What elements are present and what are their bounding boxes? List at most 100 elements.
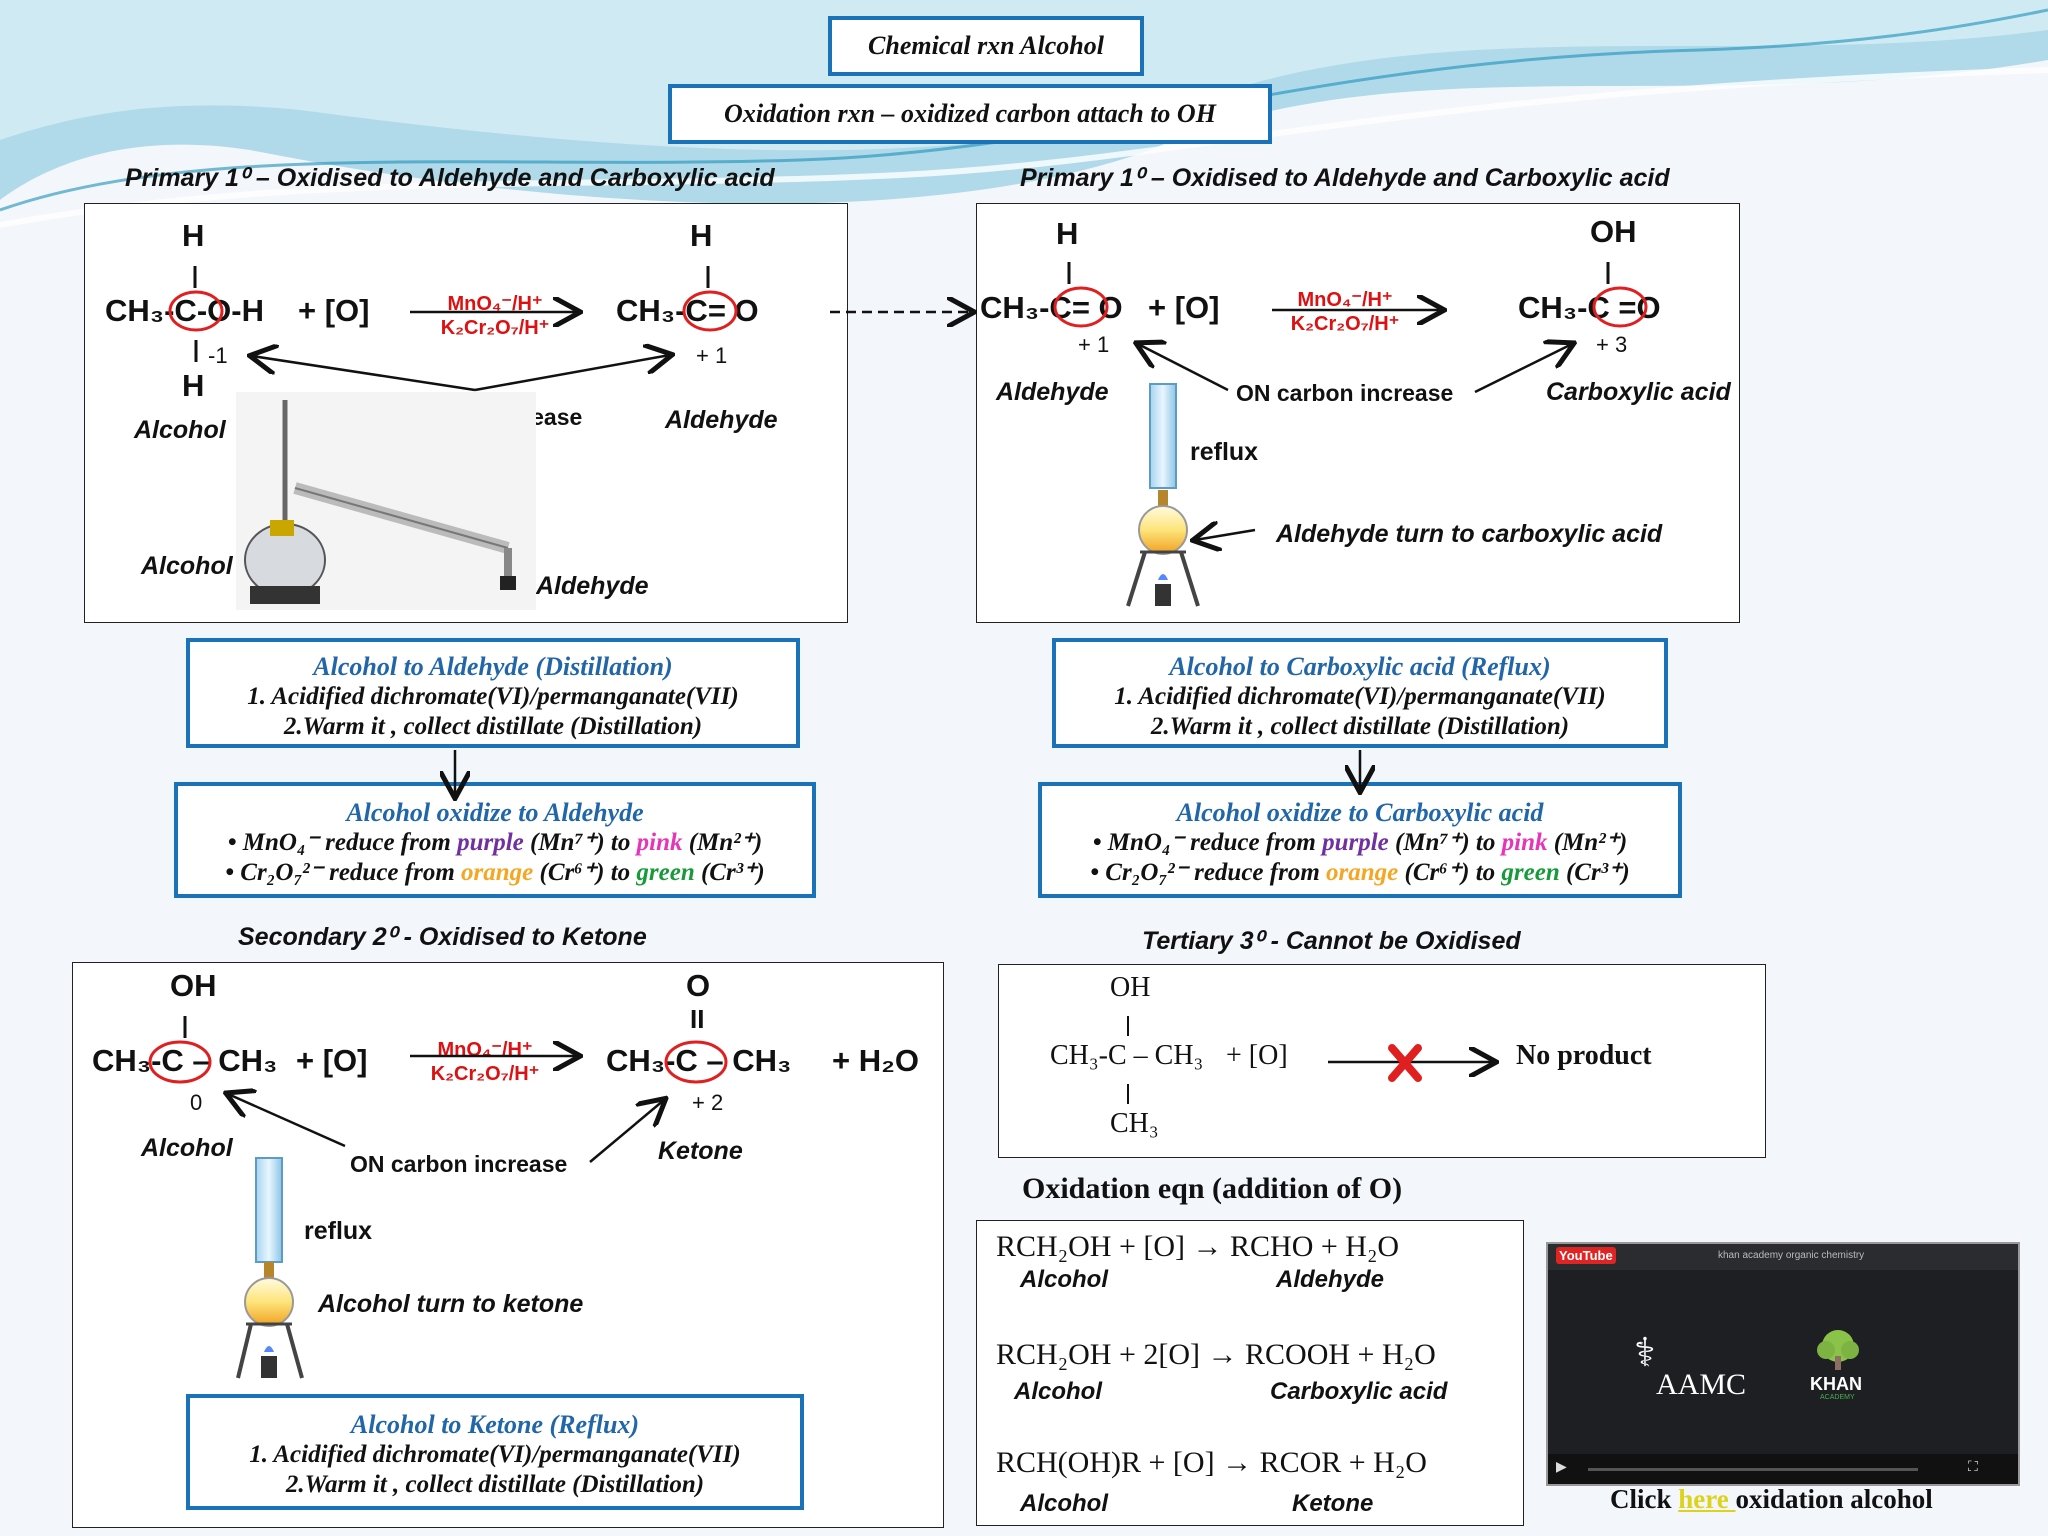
reflux-label: reflux xyxy=(1190,438,1259,466)
dichromate-color-change-2: • Cr₂O₇²⁻ reduce from orange (Cr⁶⁺) to g… xyxy=(1090,859,1630,886)
equation-2-right: Carboxylic acid xyxy=(1270,1378,1448,1405)
distillation-apparatus xyxy=(236,392,536,610)
youtube-logo: YouTube xyxy=(1556,1247,1616,1264)
oxidized-carbon-circle-4 xyxy=(1592,286,1648,328)
water: + H₂O xyxy=(832,1043,919,1078)
ketone-step-1: 1. Acidified dichromate(VI)/permanganate… xyxy=(249,1441,741,1468)
equations-panel xyxy=(976,1220,1524,1526)
oxidized-carbon-circle xyxy=(168,290,224,332)
reagent-permanganate-2: MnO₄⁻/H⁺ xyxy=(1297,289,1393,311)
oxidant-4: + [O] xyxy=(1226,1040,1288,1071)
equation-2-left: Alcohol xyxy=(1014,1378,1102,1405)
label-carboxylic-acid: Carboxylic acid xyxy=(1546,378,1731,406)
aamc-logo: AAMC xyxy=(1656,1368,1747,1401)
equation-1: RCH₂OH + [O] → RCHO + H₂O xyxy=(996,1230,1400,1263)
oxidant-3: + [O] xyxy=(296,1043,368,1078)
video-top-bar xyxy=(1548,1244,2018,1270)
label-alcohol-3: Alcohol xyxy=(141,1134,233,1162)
khan-logo: KHAN xyxy=(1810,1374,1862,1394)
h-top: H xyxy=(1056,216,1079,251)
reflux-apparatus-2 xyxy=(236,1157,304,1379)
khan-logo-sub: ACADEMY xyxy=(1820,1394,1855,1401)
on-arrow-right-2 xyxy=(1474,344,1572,394)
ethanol-formula: CH₃-C-O-H xyxy=(105,293,264,328)
reagents-2: MnO₄⁻/H⁺ K₂Cr₂O₇/H⁺ xyxy=(1270,288,1420,336)
play-icon[interactable]: ▶ xyxy=(1556,1458,1567,1474)
permanganate-color-change: • MnO₄⁻ reduce from purple (Mn⁷⁺) to pin… xyxy=(227,829,763,856)
on-product-3: + 2 xyxy=(692,1090,724,1115)
video-link-caption: Click here oxidation alcohol xyxy=(1610,1484,1933,1514)
permanganate-color-change-2: • MnO₄⁻ reduce from purple (Mn⁷⁺) to pin… xyxy=(1092,829,1628,856)
tertiary-header: Tertiary 3⁰ - Cannot be Oxidised xyxy=(1142,927,1521,955)
primary-right-panel xyxy=(976,203,1740,623)
oxidized-carbon-circle-2 xyxy=(682,290,738,332)
caduceus-icon: ⚕ xyxy=(1634,1331,1656,1375)
equations-heading: Oxidation eqn (addition of O) xyxy=(1022,1172,1403,1205)
ketone-box: Alcohol to Ketone (Reflux) 1. Acidified … xyxy=(186,1394,804,1510)
secondary-header: Secondary 2⁰ - Oxidised to Ketone xyxy=(238,923,647,951)
on-increase-label-3: ON carbon increase xyxy=(350,1151,568,1177)
on-reactant: -1 xyxy=(208,343,228,368)
video-controls[interactable]: ▶ ⛶ xyxy=(1548,1454,2018,1484)
h-bottom: H xyxy=(182,368,205,403)
aldehyde-to-acid-note: Aldehyde turn to carboxylic acid xyxy=(1276,520,1663,548)
primary-right-header: Primary 1⁰ – Oxidised to Aldehyde and Ca… xyxy=(1020,164,1670,192)
distillation-step-2: 2.Warm it , collect distillate (Distilla… xyxy=(283,713,703,740)
o-top-ketone: O xyxy=(686,968,711,1003)
on-reactant-2: + 1 xyxy=(1078,332,1110,357)
oh-top-tertiary: OH xyxy=(1110,972,1151,1003)
subtitle-box: Oxidation rxn – oxidized carbon attach t… xyxy=(668,84,1272,144)
cross-icon xyxy=(1388,1044,1422,1082)
oxidized-carbon-circle-5 xyxy=(148,1040,212,1084)
distillation-step-1: 1. Acidified dichromate(VI)/permanganate… xyxy=(247,683,739,710)
oxidize-aldehyde-heading: Alcohol oxidize to Aldehyde xyxy=(346,798,644,827)
apparatus-alcohol-label: Alcohol xyxy=(141,552,233,580)
on-arrow-right xyxy=(474,355,670,392)
distillation-heading: Alcohol to Aldehyde (Distillation) xyxy=(313,652,673,681)
fullscreen-icon[interactable]: ⛶ xyxy=(1968,1458,1978,1474)
h-top-1: H xyxy=(182,218,205,253)
equation-1-right: Aldehyde xyxy=(1276,1266,1385,1293)
double-bond: II xyxy=(690,1004,705,1034)
here-link[interactable]: here xyxy=(1678,1484,1736,1514)
primary-left-header: Primary 1⁰ – Oxidised to Aldehyde and Ca… xyxy=(125,164,775,192)
page-subtitle: Oxidation rxn – oxidized carbon attach t… xyxy=(724,99,1216,128)
reflux-label-3: reflux xyxy=(304,1217,373,1245)
label-ketone: Ketone xyxy=(658,1137,743,1165)
apparatus-aldehyde-label: Aldehyde xyxy=(536,572,649,600)
label-aldehyde: Aldehyde xyxy=(665,406,778,434)
oxidant: + [O] xyxy=(298,293,370,328)
equation-3: RCH(OH)R + [O] → RCOR + H₂O xyxy=(996,1446,1427,1479)
ketone-step-2: 2.Warm it , collect distillate (Distilla… xyxy=(285,1471,705,1498)
reagent-dichromate: K₂Cr₂O₇/H⁺ xyxy=(440,317,550,339)
label-aldehyde-2: Aldehyde xyxy=(996,378,1109,406)
ketone-heading: Alcohol to Ketone (Reflux) xyxy=(350,1410,640,1439)
propan-2-ol-formula: CH₃-C – CH₃ xyxy=(92,1043,278,1078)
video-progress[interactable] xyxy=(1588,1468,1918,1471)
on-increase-label-2: ON carbon increase xyxy=(1236,380,1454,406)
oxidize-aldehyde-box: Alcohol oxidize to Aldehyde • MnO₄⁻ redu… xyxy=(174,782,816,898)
oxidize-acid-heading: Alcohol oxidize to Carboxylic acid xyxy=(1176,798,1544,827)
on-arrow-left-3 xyxy=(228,1094,346,1148)
reflux-acid-heading: Alcohol to Carboxylic acid (Reflux) xyxy=(1169,652,1551,681)
tree-icon xyxy=(1810,1328,1866,1372)
reflux-apparatus xyxy=(1126,383,1200,607)
on-reactant-3: 0 xyxy=(190,1090,203,1115)
oh-top: OH xyxy=(1590,214,1637,249)
tree-icon-svg xyxy=(1817,1330,1859,1370)
reagent-dichromate-2: K₂Cr₂O₇/H⁺ xyxy=(1290,313,1400,335)
acid-formula: CH₃-C =O xyxy=(1518,290,1661,325)
reagent-dichromate-3: K₂Cr₂O₇/H⁺ xyxy=(430,1063,540,1085)
on-product: + 1 xyxy=(696,343,728,368)
reagents: MnO₄⁻/H⁺ K₂Cr₂O₇/H⁺ xyxy=(420,292,570,340)
propanone-formula: CH₃-C – CH₃ xyxy=(606,1043,792,1078)
label-alcohol: Alcohol xyxy=(134,416,226,444)
alcohol-to-ketone-note: Alcohol turn to ketone xyxy=(318,1290,584,1318)
on-arrow-right-3 xyxy=(589,1100,664,1163)
h-top-2: H xyxy=(690,218,713,253)
video-thumbnail[interactable]: YouTube khan academy organic chemistry A… xyxy=(1546,1242,2020,1486)
title-box: Chemical rxn Alcohol xyxy=(828,16,1144,76)
oxidize-acid-box: Alcohol oxidize to Carboxylic acid • MnO… xyxy=(1038,782,1682,898)
on-product-2: + 3 xyxy=(1596,332,1628,357)
